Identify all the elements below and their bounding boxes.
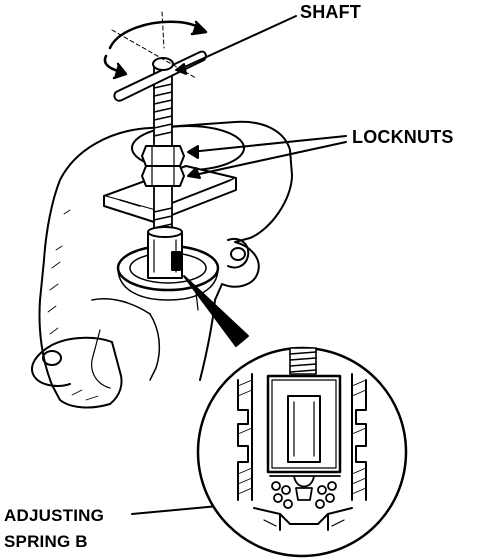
locknuts bbox=[141, 145, 185, 187]
housing-body bbox=[31, 120, 293, 409]
locknut-leader-top bbox=[189, 135, 347, 153]
detail-view bbox=[196, 346, 408, 558]
adjusting-spring-label-line1: ADJUSTING bbox=[4, 506, 105, 525]
bore-attachment bbox=[147, 226, 183, 279]
right-ear-hole bbox=[230, 247, 246, 261]
detail-pointer bbox=[183, 275, 249, 347]
locknuts-label: LOCKNUTS bbox=[352, 127, 454, 147]
shaft-label: SHAFT bbox=[300, 2, 361, 22]
shaft-leader bbox=[177, 15, 297, 71]
left-ear-hole bbox=[42, 350, 62, 366]
adjusting-spring-label-line2: SPRING B bbox=[4, 532, 88, 551]
locknut-leader-bottom bbox=[189, 141, 347, 177]
